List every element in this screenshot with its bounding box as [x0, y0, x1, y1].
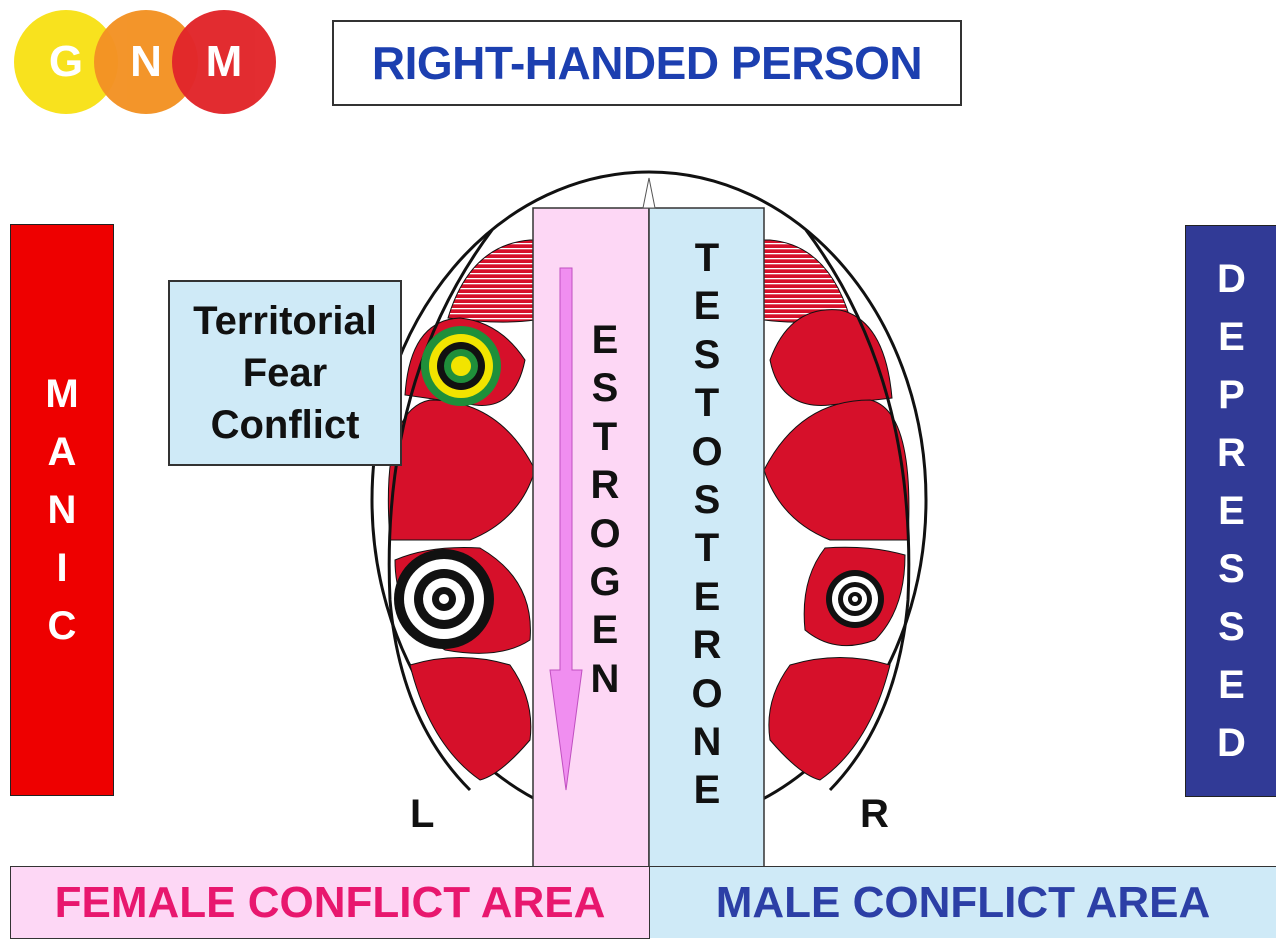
right-inner-arc	[804, 229, 911, 792]
testosterone-letter: S	[693, 477, 721, 522]
estrogen-letter: N	[590, 656, 620, 701]
manic-letter: A	[47, 430, 77, 474]
right-lobe-3	[764, 399, 910, 541]
testosterone-column	[648, 207, 765, 869]
female-conflict-label: FEMALE CONFLICT AREA	[54, 877, 606, 927]
testosterone-letter: E	[693, 574, 721, 619]
right-lobe-5	[768, 657, 891, 781]
callout-line: Fear	[242, 351, 328, 395]
midline-marker	[642, 177, 656, 209]
right-lobe-2	[769, 309, 893, 406]
depressed-letter: E	[1218, 489, 1245, 533]
page-title: RIGHT-HANDED PERSON	[371, 37, 923, 89]
right-black-target	[826, 570, 884, 628]
depressed-box: D E P R E S S E D	[1185, 225, 1276, 797]
estrogen-letter: O	[589, 511, 621, 556]
depressed-letter: E	[1218, 663, 1245, 707]
estrogen-letter: S	[591, 366, 619, 411]
estrogen-letter: T	[592, 414, 618, 459]
left-lobe-hatched	[447, 239, 535, 323]
testosterone-letter: E	[693, 768, 721, 813]
depressed-letter: S	[1218, 605, 1245, 649]
left-black-target	[394, 549, 494, 649]
manic-letter: N	[47, 488, 77, 532]
left-yellow-target	[421, 326, 501, 406]
testosterone-letter: N	[692, 719, 722, 764]
left-lobe-5	[409, 657, 532, 781]
estrogen-label: E S T R O G E N	[575, 316, 635, 703]
testosterone-letter: S	[693, 332, 721, 377]
estrogen-column	[532, 207, 650, 869]
testosterone-letter: R	[692, 623, 722, 668]
callout-line: Conflict	[210, 403, 360, 447]
depressed-letter: R	[1217, 431, 1246, 475]
right-lobes	[764, 239, 910, 781]
depressed-letter: S	[1218, 547, 1245, 591]
estrogen-letter: E	[591, 608, 619, 653]
depressed-letter: E	[1218, 315, 1245, 359]
depressed-letter: P	[1218, 373, 1245, 417]
testosterone-letter: T	[694, 236, 720, 280]
testosterone-letter: T	[694, 381, 720, 426]
logo-circle-m: M	[172, 10, 276, 114]
depressed-letter: D	[1217, 721, 1246, 765]
left-inner-arc	[387, 229, 494, 792]
manic-letter: C	[47, 604, 77, 648]
testosterone-label: T E S T O S T E R O N E	[672, 234, 742, 815]
right-hemisphere-label: R	[860, 792, 889, 836]
territorial-fear-callout: Territorial Fear Conflict	[168, 280, 402, 466]
title-box: RIGHT-HANDED PERSON	[332, 20, 962, 106]
manic-box: M A N I C	[10, 224, 114, 796]
gnm-logo: G N M	[14, 10, 276, 116]
callout-line: Territorial	[193, 299, 377, 343]
left-hemisphere-label: L	[410, 792, 435, 836]
testosterone-letter: O	[691, 429, 723, 474]
testosterone-letter: E	[693, 284, 721, 329]
manic-letter: I	[56, 546, 68, 590]
male-conflict-label: MALE CONFLICT AREA	[715, 877, 1211, 927]
estrogen-letter: G	[589, 559, 621, 604]
male-conflict-area: MALE CONFLICT AREA	[650, 866, 1276, 938]
estrogen-letter: E	[591, 318, 619, 362]
manic-letter: M	[45, 372, 79, 416]
depressed-letter: D	[1217, 257, 1246, 301]
testosterone-letter: O	[691, 671, 723, 716]
testosterone-letter: T	[694, 526, 720, 571]
female-conflict-area: FEMALE CONFLICT AREA	[10, 866, 650, 939]
estrogen-arrow	[549, 267, 583, 791]
estrogen-letter: R	[590, 463, 620, 508]
